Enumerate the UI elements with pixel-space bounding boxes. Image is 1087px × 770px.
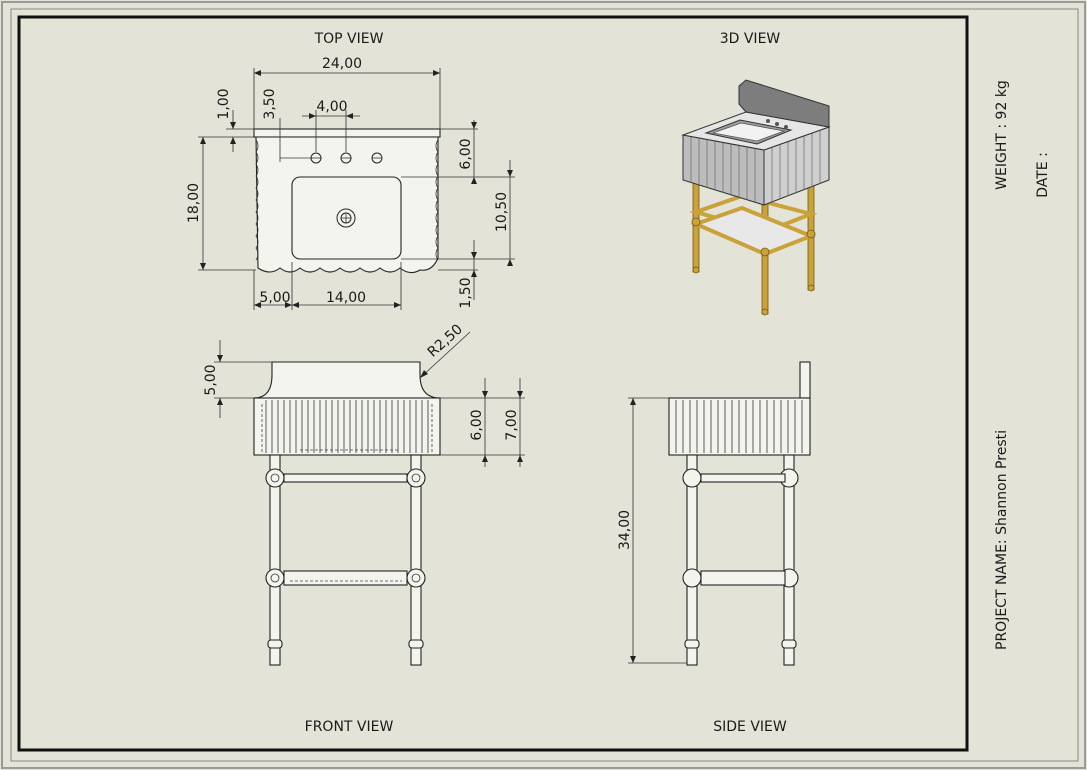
front-shelf [283, 570, 408, 586]
top-view: 24,00 1,00 3,50 4,00 18,00 6,00 10,50 1,… [186, 56, 515, 310]
top-view-title: TOP VIEW [314, 31, 384, 47]
top-backsplash [253, 128, 441, 138]
side-dimension-lines [628, 397, 687, 664]
front-joint-core [270, 473, 280, 483]
iso-faucet-hole [766, 119, 770, 123]
side-apron-flutes [675, 400, 803, 453]
dim-top-hole-offset: 3,50 [262, 88, 278, 119]
iso-faucet-hole-2 [775, 122, 779, 126]
dim-front-apron-outer: 7,00 [504, 409, 520, 440]
front-upper-stretcher [283, 473, 408, 483]
dim-top-basin-width: 14,00 [326, 290, 366, 306]
dim-top-basin-offset: 6,00 [458, 138, 474, 169]
iso-brass-frame [689, 167, 818, 316]
side-joint-upper-front [682, 468, 702, 488]
top-dimension-arrows [200, 70, 513, 308]
front-view-title: FRONT VIEW [305, 719, 394, 735]
front-foot-ring-left [267, 639, 283, 649]
drawing-frame [17, 15, 969, 752]
side-apron [668, 397, 811, 456]
front-view: 5,00 6,00 7,00 R2,50 [203, 321, 525, 666]
front-dimension-lines [214, 331, 525, 467]
side-dimension-arrows [630, 398, 636, 663]
side-view-title: SIDE VIEW [713, 719, 787, 735]
dim-top-front-margin: 1,50 [458, 277, 474, 308]
side-upper-stretcher [700, 473, 786, 483]
iso-faucet-hole-3 [784, 125, 788, 129]
weight-label: WEIGHT : 92 kg [994, 80, 1010, 190]
front-joint-lower-right [406, 568, 426, 588]
front-legs [265, 454, 426, 666]
front-joint-upper-left [265, 468, 285, 488]
dim-top-basin-depth: 10,50 [494, 192, 510, 232]
front-joint-lower-left [265, 568, 285, 588]
dim-top-hole-spacing: 4,00 [316, 99, 347, 115]
project-name-label: PROJECT NAME: Shannon Presti [994, 430, 1010, 650]
front-leg-left [269, 454, 281, 666]
side-backsplash [799, 361, 811, 399]
front-joint-core-3 [270, 573, 280, 583]
iso-backsplash [738, 79, 830, 128]
front-apron [253, 397, 441, 456]
front-leg-right [410, 454, 422, 666]
front-joint-core-4 [411, 573, 421, 583]
side-foot-ring-back [781, 639, 797, 649]
dim-top-depth: 18,00 [186, 183, 202, 223]
side-leg-front [686, 454, 698, 666]
front-backsplash [253, 361, 441, 399]
dim-front-splash-height: 5,00 [203, 364, 219, 395]
front-joint-upper-right [406, 468, 426, 488]
side-joint-lower-front [682, 568, 702, 588]
front-foot-ring-right [408, 639, 424, 649]
drain-icon [336, 208, 356, 228]
front-dimension-arrows [217, 355, 523, 462]
sheet-inner-border [10, 8, 1079, 762]
iso-basin-inner [711, 122, 786, 142]
dim-top-left-margin: 5,00 [259, 290, 290, 306]
top-right-flutes [435, 139, 439, 261]
side-leg-back [783, 454, 795, 666]
faucet-holes [310, 152, 383, 164]
side-legs [682, 454, 799, 666]
side-foot-ring-front [684, 639, 700, 649]
iso-view [681, 79, 831, 316]
dim-side-height: 34,00 [617, 510, 633, 550]
top-dimension-lines [198, 68, 515, 310]
iso-flutes [690, 130, 821, 203]
front-apron-flutes [265, 400, 429, 453]
date-label: DATE : [1035, 152, 1051, 198]
side-shelf [700, 570, 786, 586]
dim-top-backsplash: 1,00 [216, 88, 232, 119]
side-view: 34,00 [617, 361, 811, 666]
title-block: WEIGHT : 92 kg DATE : PROJECT NAME: Shan… [994, 80, 1051, 650]
top-left-flutes [255, 139, 259, 261]
dim-front-apron-inner: 6,00 [469, 409, 485, 440]
dim-top-width: 24,00 [322, 56, 362, 72]
iso-view-title: 3D VIEW [720, 31, 781, 47]
front-joint-core-2 [411, 473, 421, 483]
